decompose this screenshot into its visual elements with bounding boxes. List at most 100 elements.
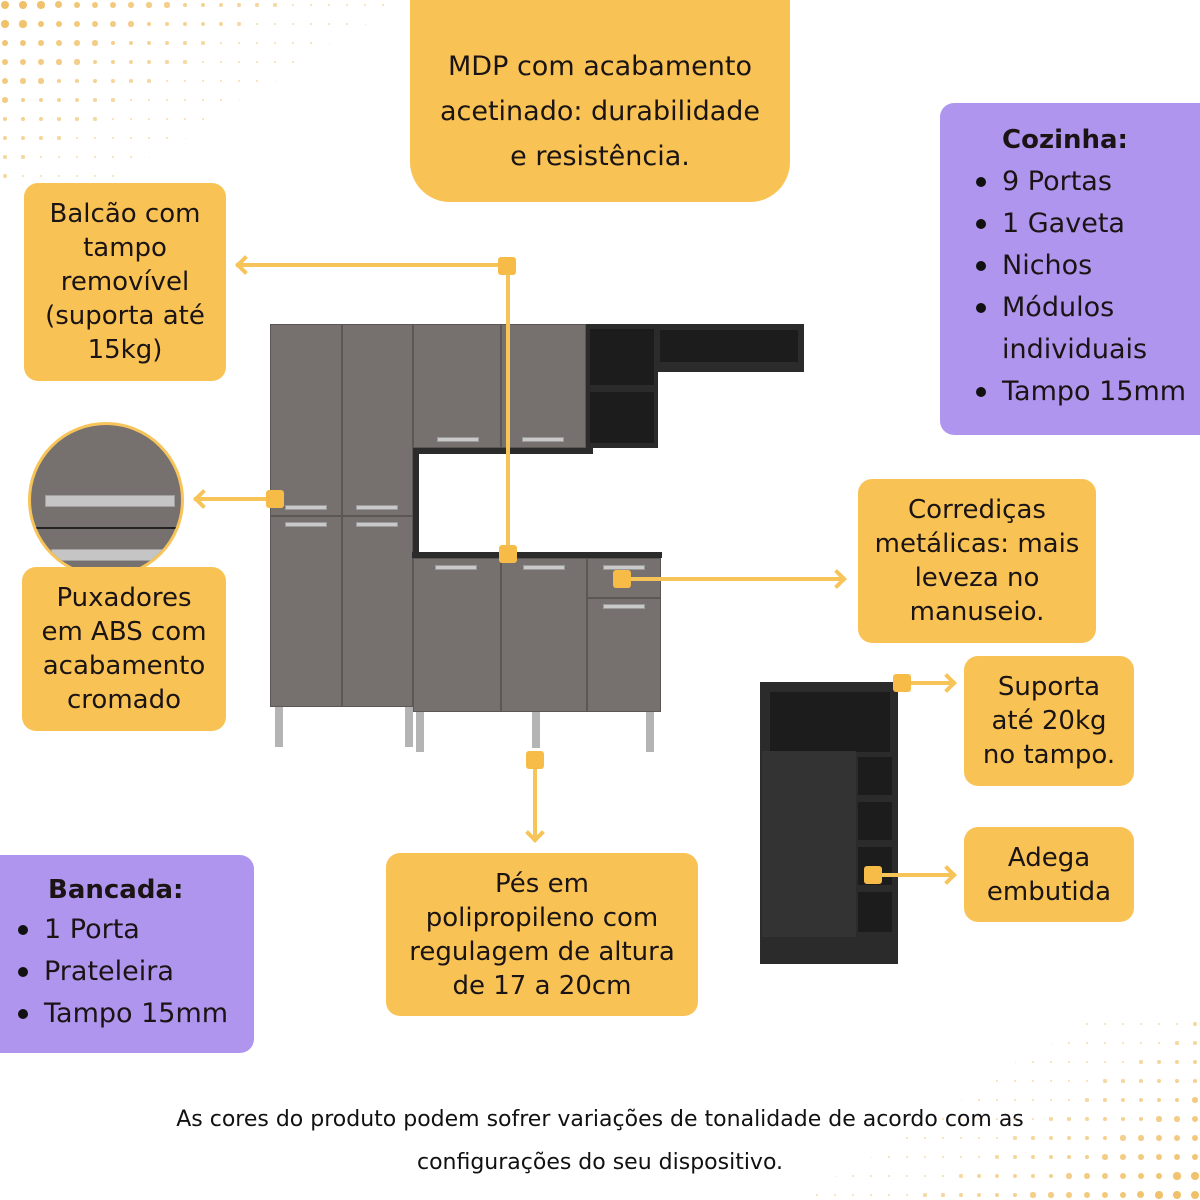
callout-line: 15kg) (87, 335, 163, 365)
decorative-dot (1031, 1136, 1035, 1140)
decorative-dot (129, 117, 133, 121)
decorative-dot (75, 136, 79, 140)
decorative-dot (1050, 1042, 1052, 1044)
decorative-dot (19, 58, 26, 65)
decorative-dot (852, 1175, 854, 1177)
decorative-dot (274, 42, 276, 44)
decorative-dot (1173, 1153, 1181, 1161)
list-item: Tampo 15mm (12, 993, 228, 1035)
decorative-dot (1173, 1191, 1181, 1199)
bancada-title: Bancada: (48, 875, 184, 905)
decorative-dot (1156, 1135, 1162, 1141)
decorative-dot (1138, 1097, 1144, 1103)
back-panel-strip (413, 448, 593, 454)
list-item: 1 Gaveta (970, 203, 1125, 245)
connector-line (533, 762, 537, 838)
decorative-dot (888, 1156, 890, 1158)
connector-line (874, 873, 954, 877)
decorative-dot (1014, 1061, 1016, 1063)
decorative-dot (92, 40, 98, 46)
decorative-dot (237, 60, 241, 64)
decorative-dot (255, 3, 259, 7)
cabinet-handle (603, 604, 645, 609)
decorative-dot (1014, 1080, 1016, 1082)
decorative-dot (291, 3, 295, 7)
callout-pes: Pés em polipropileno com regulagem de al… (386, 853, 698, 1016)
decorative-dot (110, 21, 116, 27)
decorative-dot (148, 137, 150, 139)
decorative-dot (20, 116, 26, 122)
decorative-dot (93, 98, 97, 102)
decorative-dot (1049, 1098, 1053, 1102)
list-item: 1 Porta (12, 909, 140, 951)
decorative-dot (39, 155, 43, 159)
decorative-dot (905, 1174, 909, 1178)
bancada-top-niche (770, 692, 890, 752)
decorative-dot (870, 1175, 872, 1177)
decorative-dot (1085, 1098, 1089, 1102)
decorative-dot (1049, 1079, 1053, 1083)
callout-suporta: Suporta até 20kg no tampo. (964, 656, 1134, 786)
decorative-dot (3, 174, 7, 178)
decorative-dot (1, 39, 9, 47)
decorative-dot (92, 59, 98, 65)
bullet-icon (976, 261, 986, 271)
decorative-dot (164, 2, 170, 8)
callout-line: Pés em (495, 868, 589, 899)
connector-marker (499, 545, 517, 563)
decorative-dot (166, 137, 168, 139)
decorative-dot (165, 41, 169, 45)
decorative-dot (1192, 1116, 1198, 1122)
decorative-dot (202, 99, 204, 101)
decorative-dot (1121, 1098, 1125, 1102)
connector-line (622, 577, 844, 581)
decorative-dot (327, 3, 331, 7)
decorative-dot (994, 1192, 1000, 1198)
decorative-dot (923, 1193, 927, 1197)
decorative-dot (112, 175, 114, 177)
list-item-continuation: individuais (1002, 334, 1148, 365)
bullet-icon (976, 303, 986, 313)
decorative-dot (888, 1175, 890, 1177)
decorative-dot (1155, 1191, 1163, 1199)
pantry-door-lower-left (270, 516, 342, 707)
decorative-dot (109, 1, 116, 8)
decorative-dot (184, 118, 186, 120)
decorative-dot (346, 23, 348, 25)
decorative-dot (1103, 1098, 1107, 1102)
decorative-dot (183, 60, 187, 64)
decorative-dot (924, 1118, 926, 1120)
decorative-dot (130, 137, 132, 139)
decorative-dot (1157, 1022, 1161, 1026)
decorative-dot (37, 1, 45, 9)
callout-line: até 20kg (991, 706, 1107, 736)
decorative-dot (201, 60, 205, 64)
decorative-dot (1191, 1134, 1199, 1142)
decorative-dot (111, 117, 115, 121)
decorative-dot (834, 1194, 836, 1196)
decorative-dot (38, 116, 43, 121)
decorative-dot (147, 79, 151, 83)
decorative-dot (1, 1, 9, 9)
handle-detail-circle (28, 422, 184, 578)
cozinha-title: Cozinha: (1002, 125, 1128, 155)
decorative-dot (255, 22, 259, 26)
decorative-dot (2, 116, 8, 122)
decorative-dot (19, 39, 27, 47)
decorative-dot (977, 1174, 981, 1178)
callout-puxadores: Puxadores em ABS com acabamento cromado (22, 567, 226, 731)
decorative-dot (110, 59, 116, 65)
callout-line: removível (60, 267, 190, 297)
list-item: Módulos (970, 287, 1114, 329)
arrow-right-icon (937, 865, 957, 885)
decorative-dot (56, 78, 62, 84)
cabinet-leg (646, 712, 654, 752)
decorative-dot (73, 1, 81, 9)
decorative-dot (183, 79, 187, 83)
decorative-dot (128, 40, 134, 46)
decorative-dot (978, 1118, 980, 1120)
decorative-dot (906, 1137, 908, 1139)
wine-rack-cell (858, 892, 892, 932)
decorative-dot (1012, 1192, 1018, 1198)
callout-line: metálicas: mais (874, 529, 1080, 559)
